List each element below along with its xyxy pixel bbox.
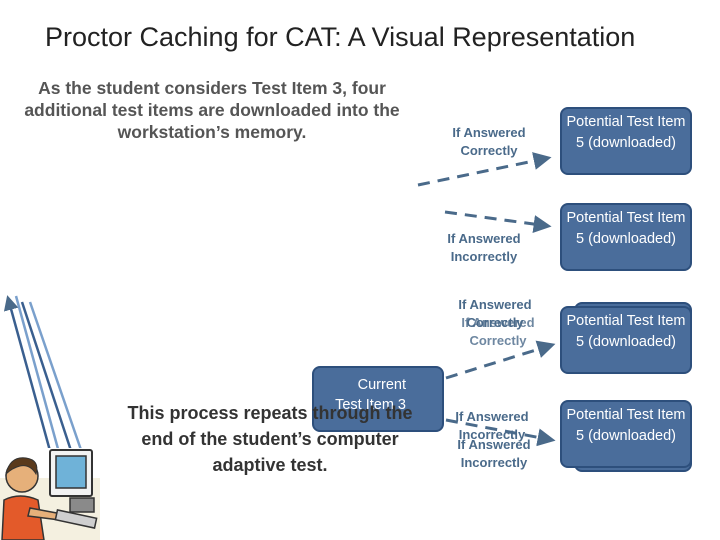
branch-label-ghost-1: If Answered Correctly	[461, 315, 535, 348]
potential-item-box-1: Potential Test Item 5 (downloaded)	[560, 107, 692, 175]
current-item-line1: Current	[357, 377, 406, 393]
branch-label-1: If Answered Correctly	[452, 125, 526, 158]
slide-title: Proctor Caching for CAT: A Visual Repres…	[45, 22, 636, 52]
arrow-correct-current	[445, 340, 556, 380]
branch-label-ghost-2: If Answered Incorrectly	[457, 437, 531, 470]
potential-item-box-3: Potential Test Item 5 (downloaded)	[560, 306, 692, 374]
outro-text: This process repeats through the end of …	[127, 403, 413, 475]
intro-text: As the student considers Test Item 3, fo…	[24, 78, 400, 142]
upload-line-2	[14, 295, 68, 479]
upload-line-4	[28, 301, 92, 477]
potential-item-box-4: Potential Test Item 5 (downloaded)	[560, 400, 692, 468]
potential-item-box-2: Potential Test Item 5 (downloaded)	[560, 203, 692, 271]
arrow-correct-top	[417, 152, 552, 187]
current-item-box: Current Test Item 3	[312, 366, 444, 432]
arrow-incorrect-top	[444, 210, 552, 233]
branch-label-2: If Answered Incorrectly	[447, 231, 521, 264]
arrow-incorrect-current	[445, 418, 556, 447]
branch-label-3: If Answered Correctly	[458, 297, 532, 330]
student-computer-icon	[0, 448, 100, 540]
current-item-line2: Test Item 3	[335, 397, 406, 413]
